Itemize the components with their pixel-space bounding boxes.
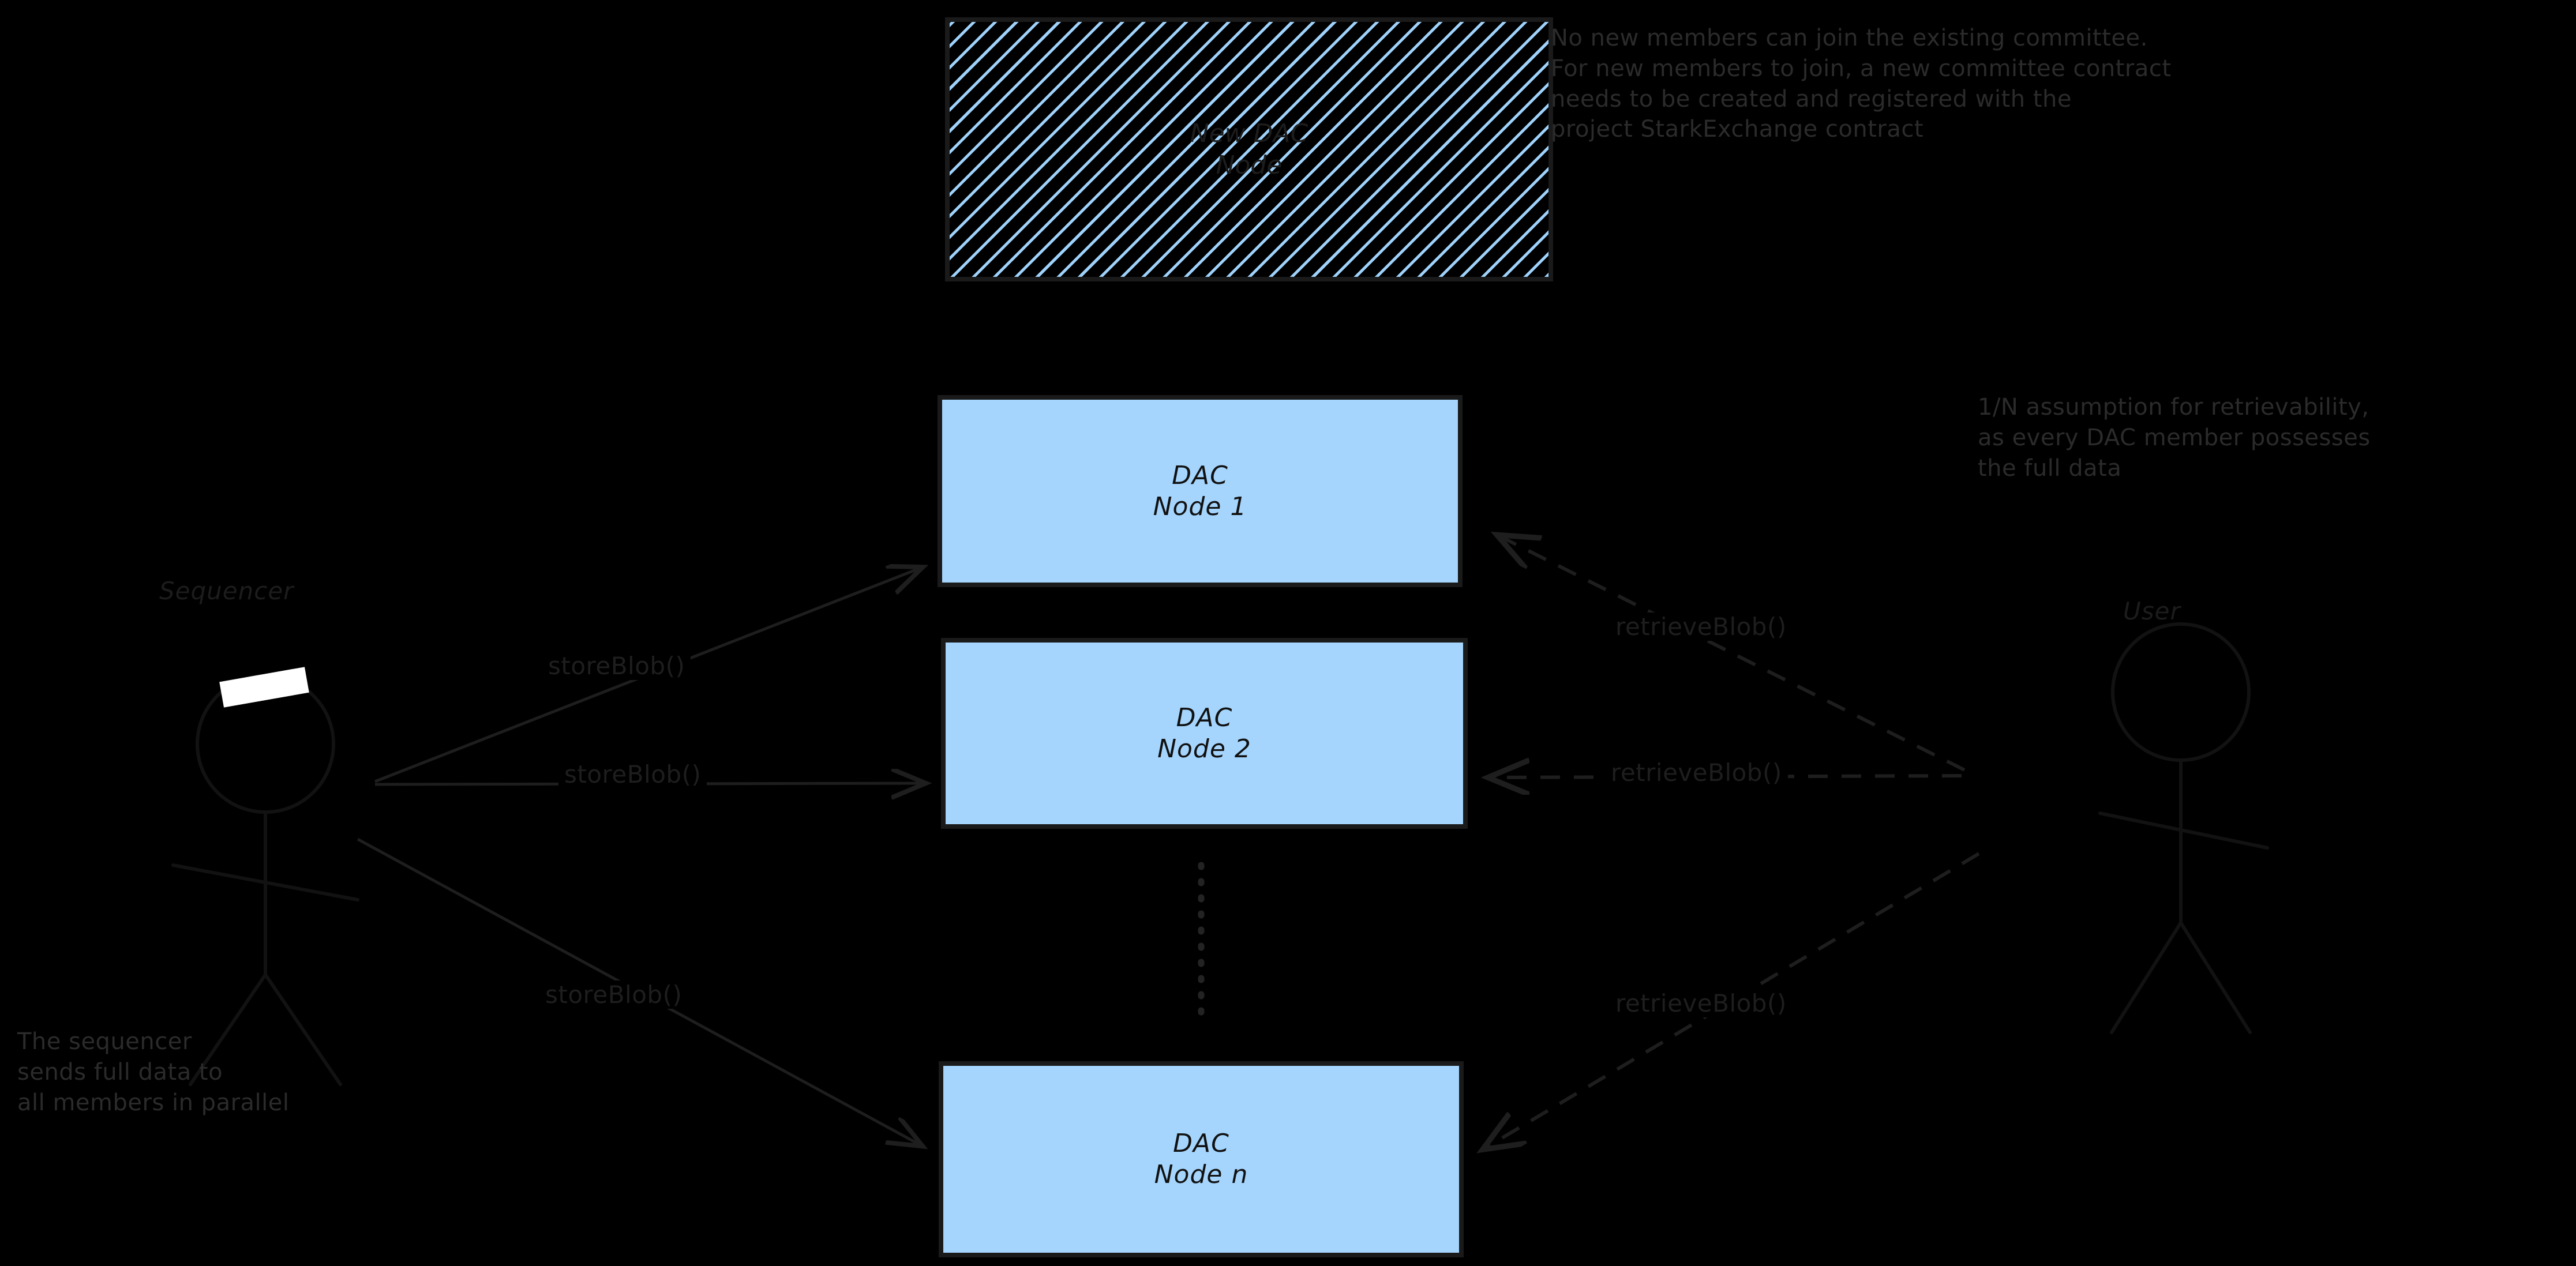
new-dac-node-box[interactable]: New DAC Node [945, 17, 1553, 281]
dac-node-n-box[interactable]: DAC Node n [939, 1061, 1464, 1257]
retrieve-blob-label-2: retrieveBlob() [1605, 758, 1788, 787]
dac-node-n-label-line1: DAC [1173, 1129, 1229, 1159]
retrievability-note-annotation: 1/N assumption for retrievability, as ev… [1978, 394, 2371, 482]
sequencer-note-annotation: The sequencer sends full data to all mem… [17, 1028, 290, 1116]
retrieve-blob-arrow-1 [1500, 536, 1966, 772]
dac-node-1-box[interactable]: DAC Node 1 [938, 395, 1463, 587]
store-blob-label-1: storeBlob() [542, 652, 691, 680]
user-label: User [2123, 597, 2181, 625]
dac-node-2-box[interactable]: DAC Node 2 [941, 638, 1468, 829]
new-dac-node-label-line2: Node [1216, 151, 1283, 180]
dac-node-1-label-line2: Node 1 [1153, 491, 1247, 521]
retrieve-blob-label-n: retrieveBlob() [1610, 989, 1793, 1017]
dac-node-n-label-line2: Node n [1154, 1160, 1248, 1189]
store-blob-label-n: storeBlob() [539, 981, 688, 1009]
user-stick-figure-icon [2098, 622, 2269, 1034]
new-dac-node-label-line1: New DAC [1190, 119, 1308, 148]
sequencer-stick-figure-icon [171, 674, 359, 1086]
dac-node-2-label-line1: DAC [1176, 703, 1233, 732]
dac-node-1-label-line1: DAC [1172, 460, 1228, 490]
committee-note-annotation: No new members can join the existing com… [1551, 25, 2172, 143]
retrieve-blob-label-1: retrieveBlob() [1610, 613, 1793, 641]
store-blob-label-2: storeBlob() [558, 760, 707, 788]
sequencer-label: Sequencer [159, 577, 294, 605]
dac-node-2-label-line2: Node 2 [1157, 734, 1251, 764]
